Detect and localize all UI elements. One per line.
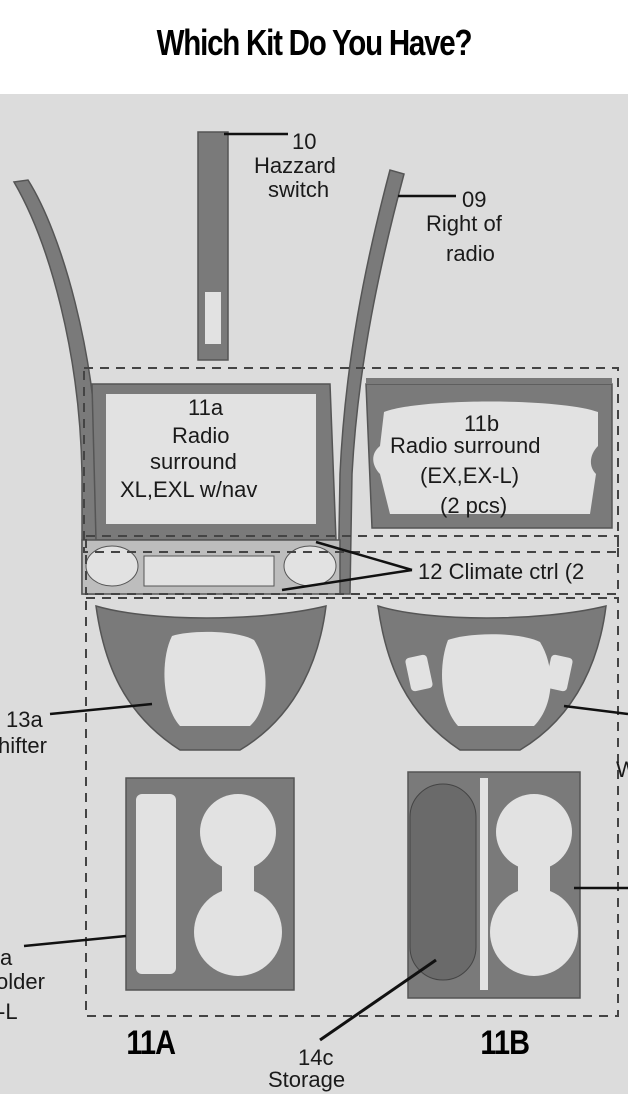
header: Which Kit Do You Have? <box>0 0 628 94</box>
label-holder-line2: older <box>0 969 45 994</box>
label-holder-line1: a <box>0 945 13 970</box>
label-11b-line3: (EX,EX-L) <box>420 463 520 488</box>
label-09-num: 09 <box>462 187 487 212</box>
label-11a-line2: Radio <box>172 423 230 448</box>
label-11a-line1: 11a <box>188 395 224 420</box>
cup-11a-top <box>200 794 276 870</box>
climate-display <box>143 555 275 587</box>
leader-holder <box>23 934 127 948</box>
label-12-climate: 12 Climate ctrl (2 <box>418 559 585 584</box>
leader-12a <box>315 540 413 572</box>
label-10-line1: Hazzard <box>254 153 336 178</box>
label-13a-text: hifter <box>0 733 47 758</box>
label-w-partial: W <box>616 757 628 782</box>
shifter-13b-slot-left <box>405 654 433 692</box>
cup-11b-top <box>496 794 572 870</box>
cupholder-11b-storage <box>409 783 477 981</box>
label-11a-line4: XL,EXL w/nav <box>120 477 258 502</box>
dashed-box-climate <box>85 535 619 595</box>
label-holder-line3: -L <box>0 999 18 1024</box>
label-11b-line2: Radio surround <box>390 433 541 458</box>
label-11b-line4: (2 pcs) <box>440 493 508 518</box>
label-14c-num: 14c <box>298 1045 334 1070</box>
cupholder-11a-slot <box>136 794 176 974</box>
label-11b-line1: 11b <box>464 411 500 436</box>
shifter-13b-opening <box>442 634 551 726</box>
page-title: Which Kit Do You Have? <box>156 22 473 63</box>
label-09-line1: Right of <box>426 211 502 236</box>
label-11a-line3: surround <box>150 449 237 474</box>
leader-14c <box>319 958 437 1042</box>
label-09-line2: radio <box>446 241 495 266</box>
radio-11b-window <box>373 401 598 514</box>
radio-11b-top-bar <box>366 378 612 384</box>
radio-11a-window <box>106 394 316 524</box>
dashed-box-console <box>85 597 619 1017</box>
cupholder-11b-gap <box>480 778 488 990</box>
cup-11b-neck <box>518 854 550 904</box>
shifter-13a-opening <box>164 631 266 726</box>
climate-knob-left <box>85 545 139 587</box>
shifter-13b-slot-right <box>545 654 573 692</box>
leader-12b <box>281 568 413 592</box>
diagram-svg <box>12 131 628 1042</box>
leader-13b <box>563 704 628 716</box>
label-10-num: 10 <box>292 129 317 154</box>
leader-13a <box>49 702 153 716</box>
kit-diagram: 10 Hazzard switch 09 Right of radio 11a … <box>0 94 628 1094</box>
label-14c-text: Storage <box>268 1067 346 1092</box>
cup-11a-bottom <box>194 888 282 976</box>
label-13a-num: 13a <box>6 707 43 732</box>
hazard-switch-window <box>205 292 221 344</box>
cup-11a-neck <box>222 854 254 904</box>
label-10-line2: switch <box>268 177 330 202</box>
cup-11b-bottom <box>490 888 578 976</box>
left-side-trim <box>12 179 99 595</box>
kit-label-11b: 11B <box>480 1024 530 1062</box>
kit-label-11a: 11A <box>126 1024 176 1062</box>
